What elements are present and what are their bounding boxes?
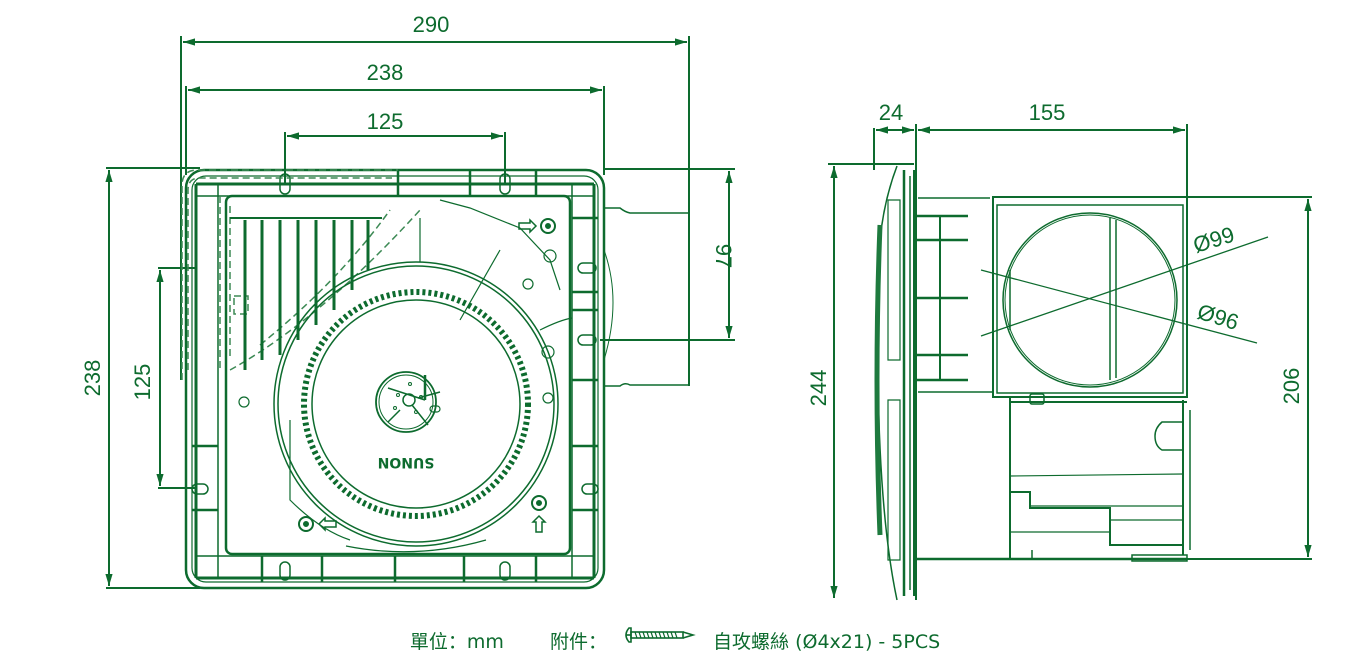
side-view: 24 155 244 206 (806, 100, 1312, 601)
fan-logo-icon (375, 371, 441, 433)
unit-label: 單位：mm (409, 631, 504, 653)
dim-label-d96: Ø96 (1195, 299, 1242, 335)
boss-hole (238, 396, 250, 408)
accessory-label: 附件： (549, 631, 607, 653)
slot-right-3 (581, 483, 599, 495)
dim-label-238-left: 238 (80, 360, 105, 397)
slot-bottom-2 (499, 561, 511, 581)
dim-label-125-left: 125 (130, 364, 155, 401)
dim-label-d99: Ø99 (1190, 222, 1237, 258)
screw-icon (625, 627, 696, 643)
dimension-frame-width (185, 86, 605, 175)
screw-hole-icon (298, 516, 314, 532)
motor-body (916, 393, 1191, 562)
louvres (916, 197, 994, 393)
dimension-right-offset (600, 168, 735, 387)
brand-logo-text: SUNON (378, 454, 435, 470)
dim-label-24: 24 (879, 100, 903, 125)
boss-hole (542, 392, 554, 404)
accessory-text: 自攻螺絲 (Ø4x21) - 5PCS (713, 631, 941, 653)
dimension-body-depth (918, 124, 1188, 200)
dimension-overall-width (180, 36, 690, 386)
dimension-body-height (1187, 196, 1312, 560)
footer-notes: 單位：mm 附件： 自攻螺絲 (Ø4x21) - 5PCS (0, 624, 1350, 654)
slot-right-2 (577, 334, 597, 346)
dim-label-125-top: 125 (367, 109, 404, 134)
dimension-frame-height (105, 167, 200, 589)
slot-top-left (279, 173, 291, 195)
duct-collar (992, 196, 1188, 398)
dim-label-244: 244 (806, 370, 831, 407)
dimension-top-hole-spacing (284, 132, 506, 185)
front-view: 290 238 125 238 125 (80, 12, 736, 590)
dim-label-290: 290 (413, 12, 450, 37)
slot-right-1 (577, 262, 597, 274)
screw-hole-icon (531, 495, 547, 511)
slot-left-1 (191, 483, 209, 495)
boss-hole (522, 278, 534, 290)
fan-frame (184, 168, 606, 590)
arrow-icon (317, 516, 337, 532)
arrow-icon (531, 514, 547, 533)
mounting-slots (191, 173, 599, 581)
grille-face (874, 165, 915, 601)
dim-label-97: 97 (711, 244, 736, 268)
slot-bottom-1 (279, 561, 291, 581)
fan-housing (238, 199, 573, 553)
arrow-icon (518, 218, 538, 234)
screw-hole-icon (540, 218, 556, 234)
slot-top-right (499, 173, 511, 195)
dimension-overall-height (828, 163, 914, 598)
dim-label-206: 206 (1279, 368, 1304, 405)
dim-label-238-top: 238 (367, 60, 404, 85)
dimension-left-hole-spacing (156, 267, 195, 489)
grille-bars (230, 217, 382, 370)
diameter-leaders (980, 236, 1269, 344)
dim-label-155: 155 (1029, 100, 1066, 125)
